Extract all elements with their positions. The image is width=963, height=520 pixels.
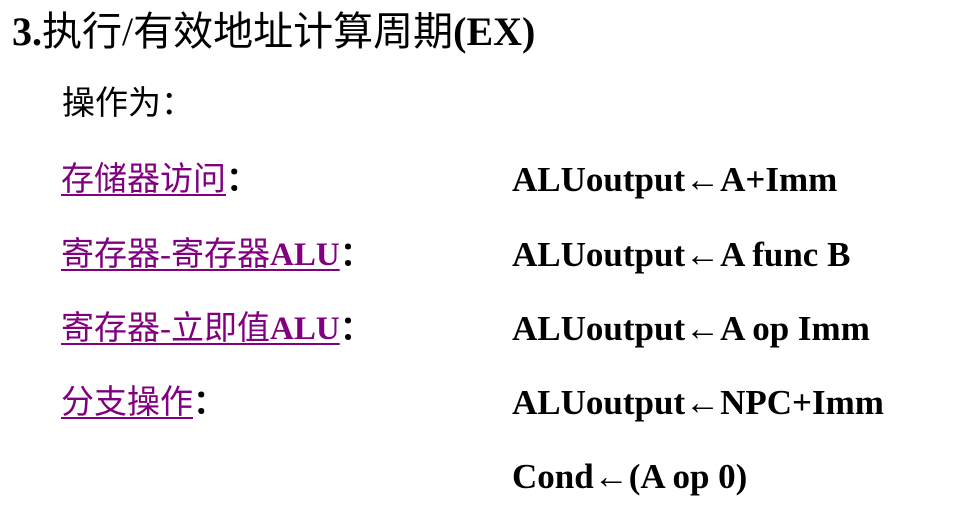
operation-label: 寄存器-寄存器ALU： [61,237,373,273]
formula: ALUoutput←NPC+Imm [512,383,884,422]
operation-row-cond: Cond←(A op 0) [0,451,963,511]
link-reg-imm-alu[interactable]: 寄存器-立即值ALU [61,311,340,347]
title-number: 3. [12,9,42,54]
title-suffix: (EX) [453,9,536,54]
link-branch-operation[interactable]: 分支操作 [61,385,193,421]
link-reg-reg-alu[interactable]: 寄存器-寄存器ALU [61,237,340,273]
formula: ALUoutput←A+Imm [512,160,838,199]
formula: Cond←(A op 0) [512,457,748,496]
title-text: 执行/有效地址计算周期 [42,9,454,54]
operation-row-branch: 分支操作： ALUoutput←NPC+Imm [0,377,963,437]
link-memory-access[interactable]: 存储器访问 [61,162,226,198]
intro-text: 操作为： [62,86,194,122]
operation-label: 分支操作： [61,385,226,421]
operation-row-reg-reg-alu: 寄存器-寄存器ALU： ALUoutput←A func B [0,229,963,289]
formula: ALUoutput←A func B [512,235,851,274]
slide-title: 3.执行/有效地址计算周期(EX) [12,4,535,60]
operation-row-reg-imm-alu: 寄存器-立即值ALU： ALUoutput←A op Imm [0,303,963,363]
operation-label: 寄存器-立即值ALU： [61,311,373,347]
operation-row-memory-access: 存储器访问： ALUoutput←A+Imm [0,154,963,214]
operation-label: 存储器访问： [61,162,259,198]
formula: ALUoutput←A op Imm [512,309,870,348]
